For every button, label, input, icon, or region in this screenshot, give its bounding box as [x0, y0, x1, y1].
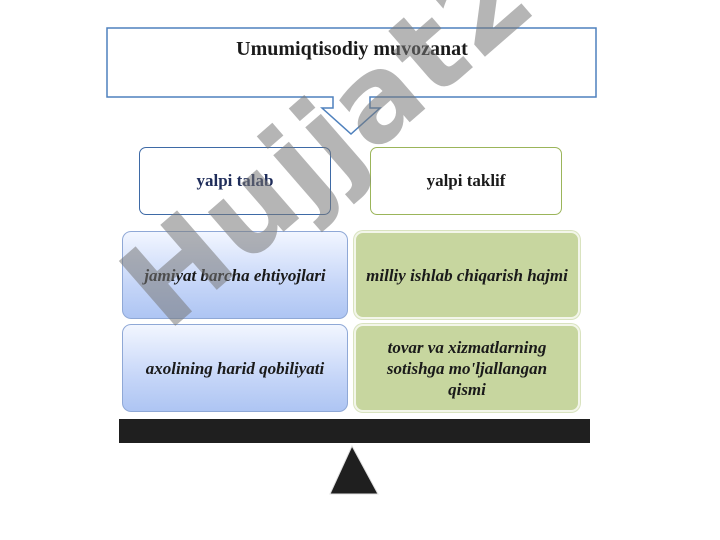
aggregate-supply-header: yalpi taklif [370, 147, 562, 215]
fulcrum-triangle [329, 444, 379, 495]
demand-item-1: jamiyat barcha ehtiyojlari [122, 231, 348, 319]
demand-item-2: axolining harid qobiliyati [122, 324, 348, 412]
title-callout-shape [106, 27, 597, 136]
diagram-title: Umumiqtisodiy muvozanat [236, 38, 468, 60]
supply-item-1: milliy ishlab chiqarish hajmi [354, 231, 580, 319]
aggregate-demand-header: yalpi talab [139, 147, 331, 215]
balance-beam [119, 419, 590, 443]
supply-item-2: tovar va xizmatlarning sotishga mo'ljall… [354, 324, 580, 412]
